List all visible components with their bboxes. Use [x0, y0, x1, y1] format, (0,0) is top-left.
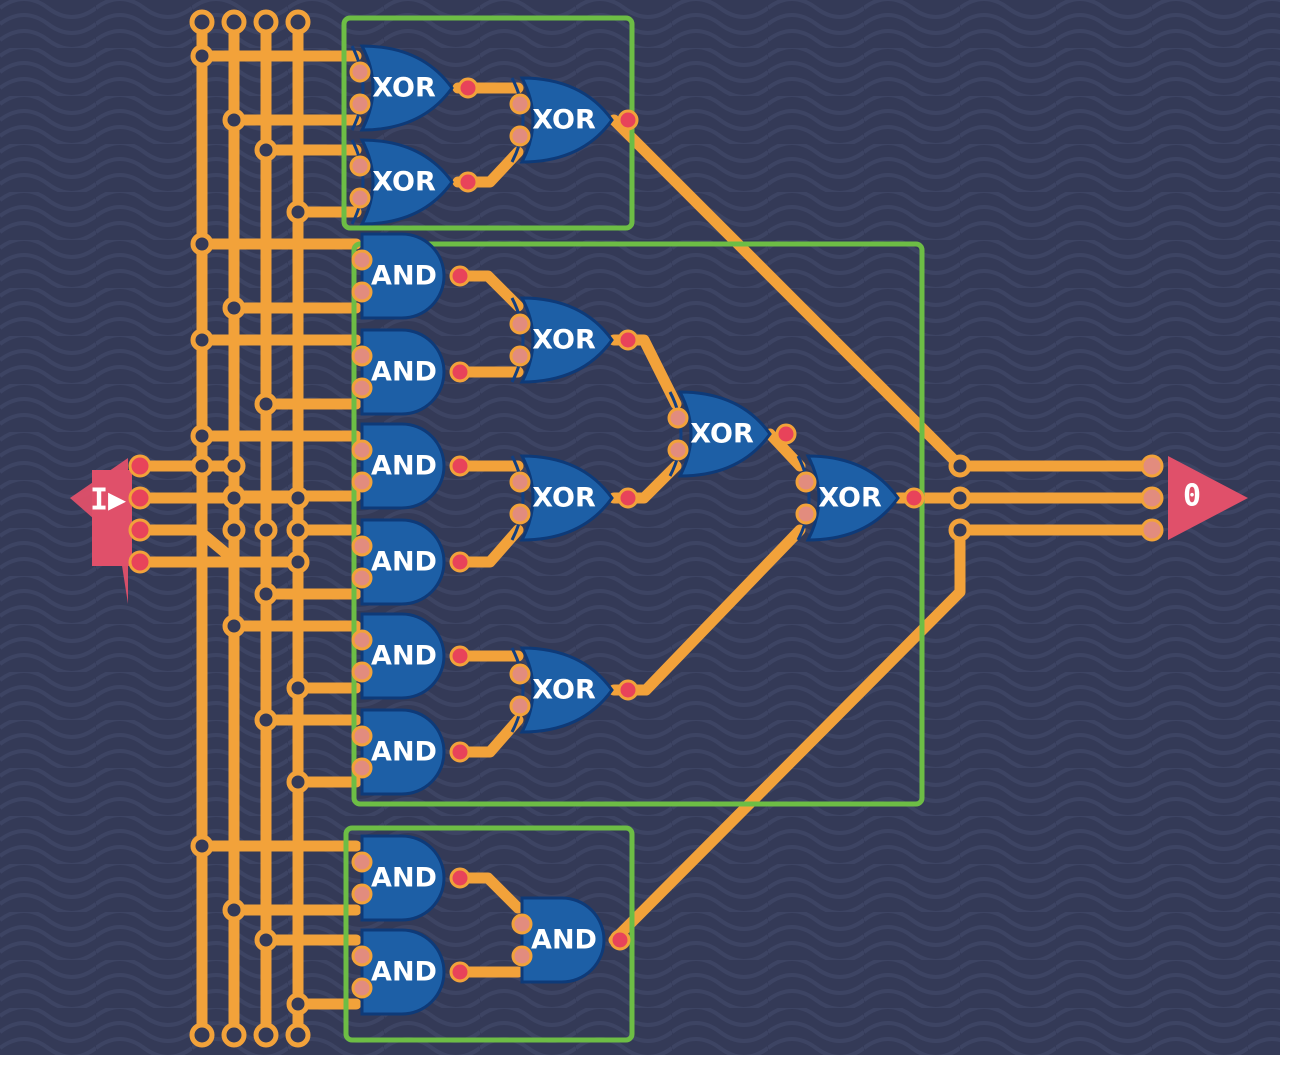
gate-label: XOR: [372, 73, 436, 104]
input-component-label: I▶: [90, 483, 126, 518]
bus-junctions: [190, 44, 310, 1016]
and-gate[interactable]: AND: [351, 834, 471, 922]
circuit-canvas[interactable]: XOR XOR XOR AND AND AND AND AND AND XOR XOR XOR XOR X…: [0, 0, 1280, 1055]
xor-gate[interactable]: XOR: [509, 296, 639, 384]
and-gate[interactable]: AND: [351, 708, 471, 796]
gate-label: AND: [371, 261, 437, 292]
gate-label: AND: [371, 641, 437, 672]
output-junctions: [948, 454, 972, 542]
xor-gate[interactable]: XOR: [509, 646, 639, 734]
and-gate[interactable]: AND: [351, 612, 471, 700]
group-outline-middle: [351, 241, 925, 807]
gate-label: AND: [371, 547, 437, 578]
xor-gate[interactable]: XOR: [795, 454, 925, 542]
input-component[interactable]: I▶: [70, 454, 152, 604]
xor-gate[interactable]: XOR: [349, 44, 479, 132]
gate-label: AND: [371, 863, 437, 894]
and-gate[interactable]: AND: [351, 518, 471, 606]
xor-gate[interactable]: XOR: [509, 454, 639, 542]
gate-label: XOR: [532, 105, 596, 136]
gate-label: XOR: [532, 483, 596, 514]
output-component[interactable]: 0: [1140, 454, 1248, 542]
and-gate[interactable]: AND: [351, 422, 471, 510]
gate-input-feeders: [196, 50, 362, 1010]
gate-label: XOR: [690, 419, 754, 450]
and-gate[interactable]: AND: [351, 232, 471, 320]
xor-gate[interactable]: XOR: [509, 76, 639, 164]
gate-label: AND: [371, 357, 437, 388]
output-component-label: 0: [1183, 479, 1201, 514]
xor-gate[interactable]: XOR: [667, 390, 797, 478]
gate-label: AND: [371, 957, 437, 988]
xor-gate[interactable]: XOR: [349, 138, 479, 226]
gate-label: XOR: [532, 325, 596, 356]
bus-end-caps: [189, 9, 311, 1048]
gate-label: AND: [531, 925, 597, 956]
and-gate[interactable]: AND: [351, 928, 471, 1016]
and-gate[interactable]: AND: [511, 896, 631, 984]
group-outline-bottom: [343, 825, 635, 1043]
gate-label: XOR: [532, 675, 596, 706]
gate-label: AND: [371, 451, 437, 482]
gate-label: XOR: [372, 167, 436, 198]
and-gate[interactable]: AND: [351, 328, 471, 416]
gate-label: XOR: [818, 483, 882, 514]
gate-label: AND: [371, 737, 437, 768]
